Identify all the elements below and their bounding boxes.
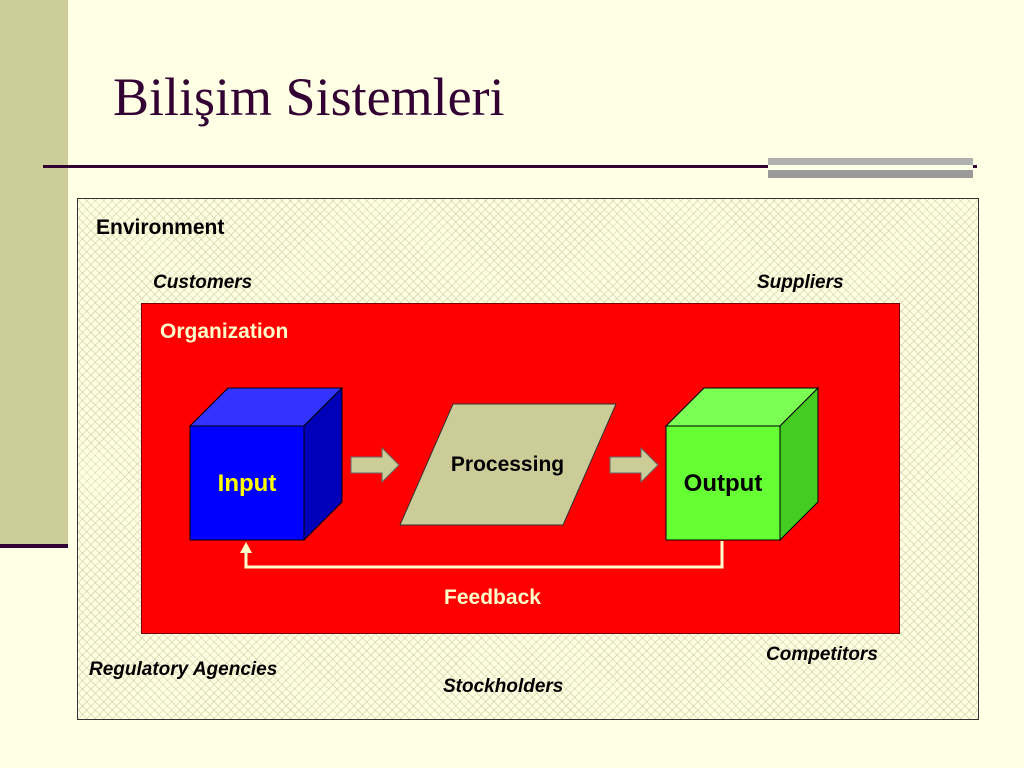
left-decor-line xyxy=(0,544,68,548)
processing-label: Processing xyxy=(450,453,565,476)
environment-label: Environment xyxy=(96,216,225,239)
customers-label: Customers xyxy=(153,272,253,293)
competitors-label: Competitors xyxy=(766,644,878,665)
title-accent xyxy=(768,158,973,178)
arrow-input-to-processing xyxy=(350,446,400,484)
input-cube xyxy=(188,386,344,542)
input-label: Input xyxy=(217,470,277,497)
regulatory-agencies-label: Regulatory Agencies xyxy=(89,659,278,680)
stockholders-label: Stockholders xyxy=(443,676,564,697)
arrow-processing-to-output xyxy=(609,446,659,484)
processing-parallelogram xyxy=(399,403,617,526)
feedback-label: Feedback xyxy=(444,586,541,609)
left-decor-bar xyxy=(0,0,68,548)
slide-title: Bilişim Sistemleri xyxy=(113,67,505,127)
output-cube xyxy=(664,386,820,542)
suppliers-label: Suppliers xyxy=(757,272,844,293)
title-rule xyxy=(43,165,977,168)
feedback-loop-arrow xyxy=(240,541,724,569)
organization-label: Organization xyxy=(160,320,289,343)
output-label: Output xyxy=(683,470,763,497)
